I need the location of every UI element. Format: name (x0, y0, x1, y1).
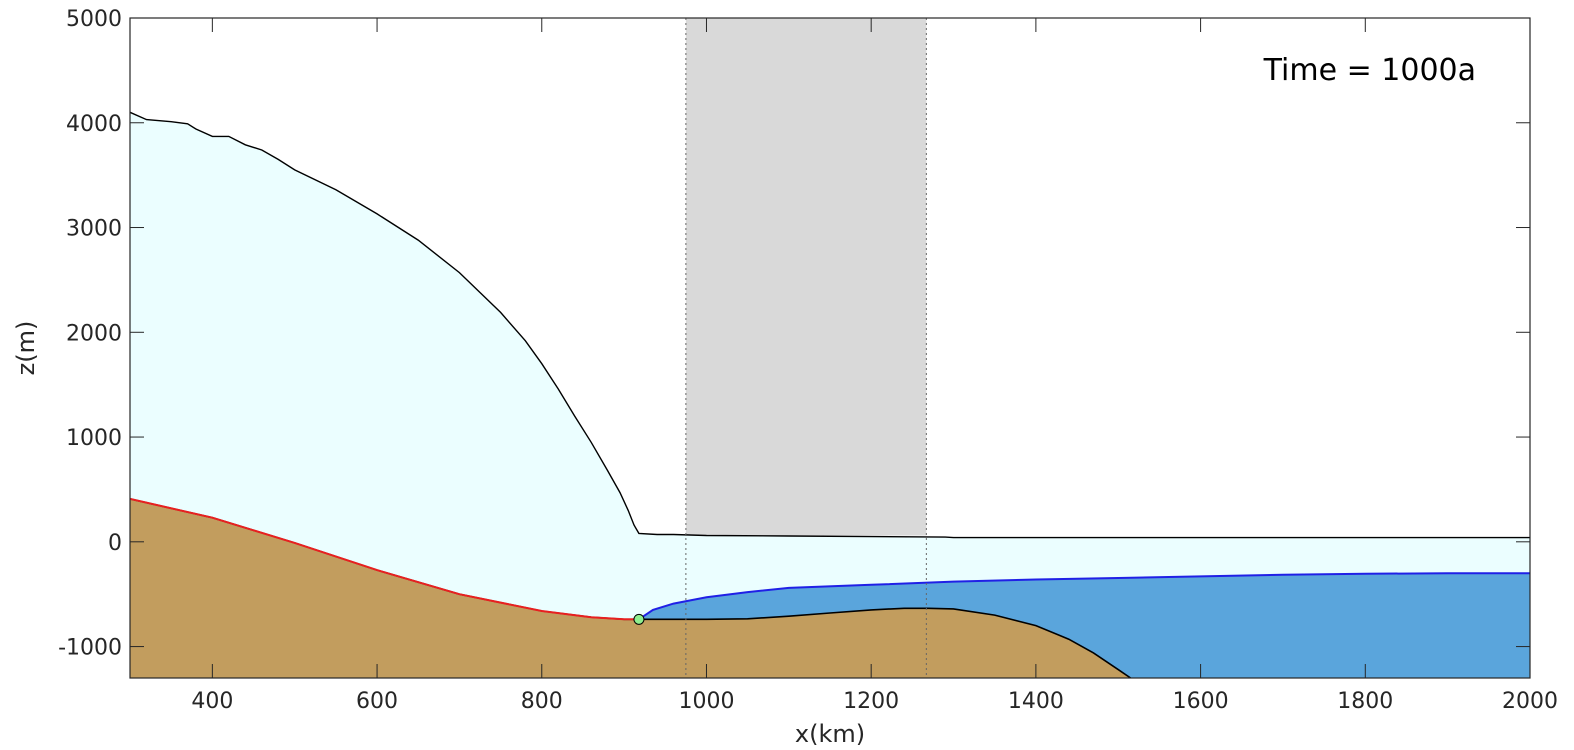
y-tick-label: 1000 (66, 426, 122, 451)
axes: 400 600 800 1000 1200 1400 1600 1800 2000 -1000 0 1… (58, 7, 1558, 714)
x-axis-title: x(km) (795, 720, 865, 748)
x-tick-label: 1800 (1337, 689, 1393, 714)
bedrock-area (130, 498, 1131, 678)
y-tick-label: 5000 (66, 7, 122, 32)
x-tick-label: 1000 (678, 689, 734, 714)
ice-surface-line (130, 111, 1530, 539)
plot-area (130, 18, 1530, 678)
ice-shelf-base-line (638, 572, 1530, 621)
grounded-ice-base-line (130, 497, 639, 621)
y-tick-label: 4000 (66, 112, 122, 137)
x-tick-label: 400 (191, 689, 233, 714)
x-tick-label: 1200 (843, 689, 899, 714)
y-axis-title: z(m) (12, 321, 40, 376)
x-tick-label: 600 (356, 689, 398, 714)
grounding-line-marker (633, 613, 645, 625)
y-tick-label: 3000 (66, 217, 122, 242)
y-tick-label: -1000 (58, 636, 122, 661)
x-tick-label: 2000 (1502, 689, 1558, 714)
shaded-band (685, 18, 927, 536)
plot-content (130, 18, 1530, 678)
x-tick-label: 1400 (1008, 689, 1064, 714)
time-annotation: Time = 1000a (1263, 53, 1476, 88)
ice-area (130, 112, 1530, 678)
y-tick-label: 0 (108, 531, 122, 556)
x-tick-label: 1600 (1173, 689, 1229, 714)
y-tick-label: 2000 (66, 321, 122, 346)
axes-box (129, 17, 1531, 679)
x-tick-label: 800 (521, 689, 563, 714)
